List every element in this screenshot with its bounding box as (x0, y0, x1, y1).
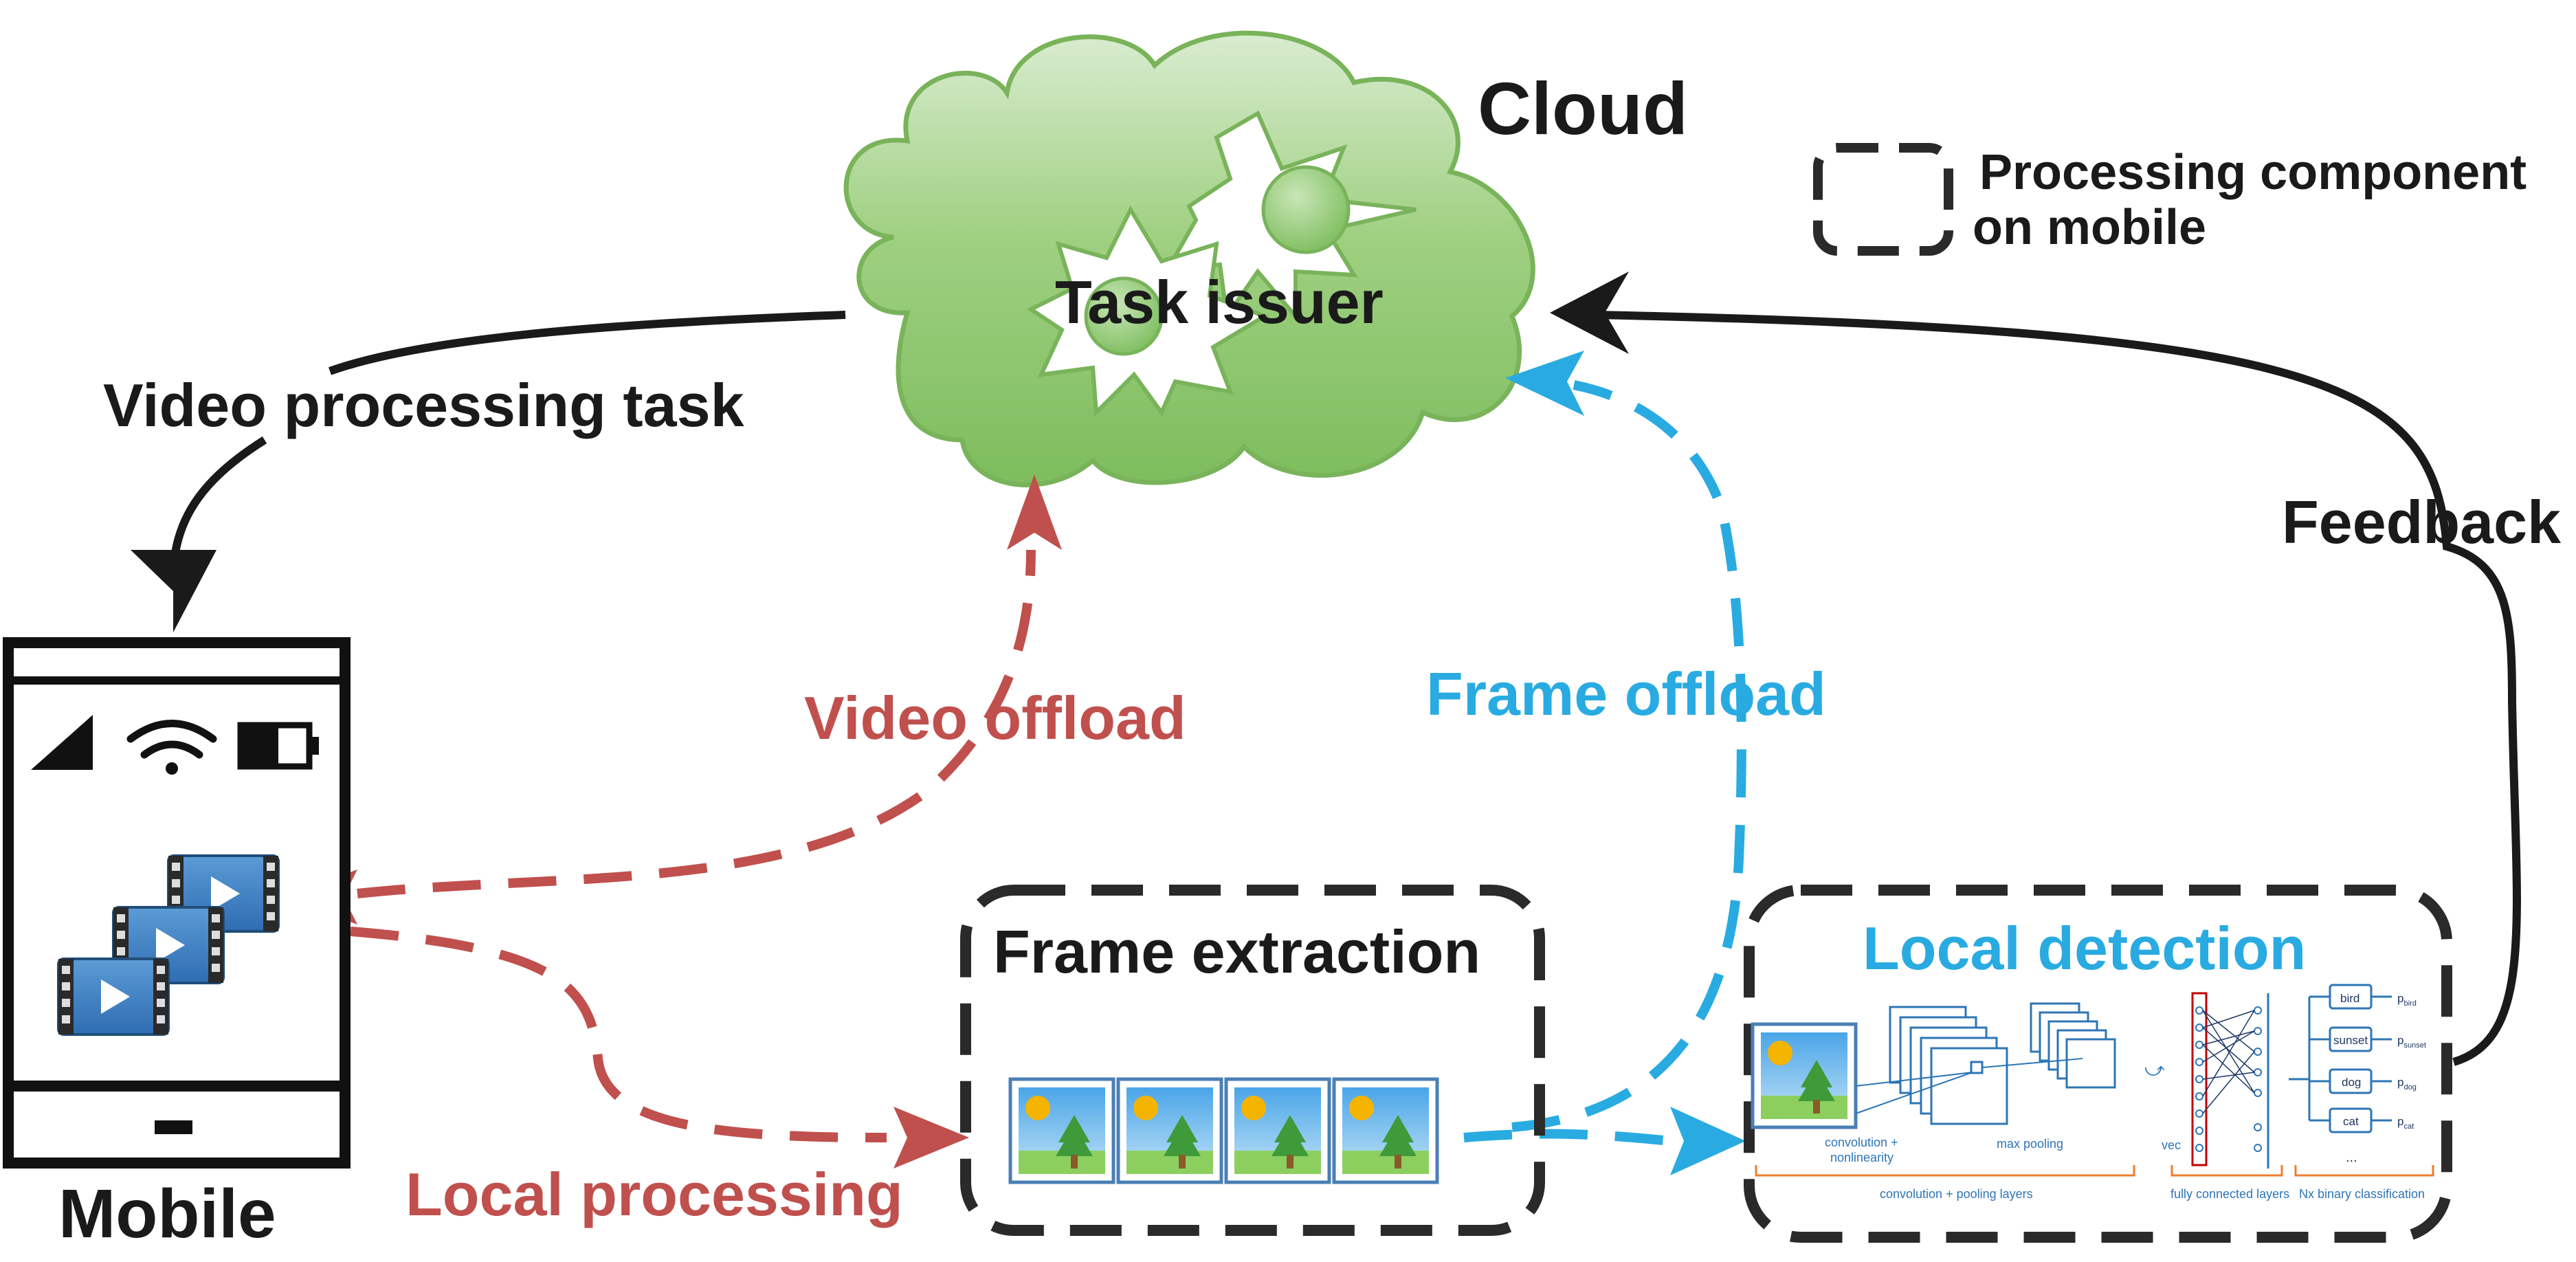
class-branches (2289, 995, 2392, 1122)
video-offload-label: Video offload (804, 684, 1186, 752)
class-name: cat (2343, 1115, 2359, 1128)
conv-pool-layers-label: convolution + pooling layers (1880, 1187, 2033, 1201)
svg-text:⤻: ⤻ (2144, 1059, 2165, 1080)
image-frame-icon (1118, 1079, 1221, 1182)
local-processing-label: Local processing (406, 1160, 903, 1228)
local-detection-box (1744, 885, 2452, 1243)
cloud-label: Cloud (1478, 67, 1688, 150)
legend-dashed-box (1813, 143, 1953, 256)
ellipsis: ... (2346, 1150, 2357, 1165)
task-issuer-label: Task issuer (1055, 268, 1384, 336)
task-arrow (328, 311, 846, 375)
local-processing-arrow (350, 927, 887, 1142)
conv-label-1: convolution + (1825, 1136, 1898, 1149)
frame-extraction-label: Frame extraction (993, 918, 1480, 986)
gear-icon (1164, 110, 1417, 322)
image-frame-icon (1010, 1079, 1113, 1182)
arrowhead-blue-right (1670, 1107, 1746, 1175)
fc-layers-label: fully connected layers (2170, 1187, 2289, 1201)
max-pooling-label: max pooling (1997, 1137, 2063, 1151)
arrowhead-left (1550, 272, 1629, 354)
feedback-label: Feedback (2282, 488, 2562, 556)
frame-extraction-box (960, 885, 1545, 1236)
feedback-arrow (1594, 311, 2521, 1066)
conv-label-2: nonlinearity (1830, 1151, 1894, 1164)
class-prob: pbird (2397, 992, 2417, 1008)
class-prob: pdog (2397, 1076, 2417, 1092)
image-frame-icon (1753, 1024, 1856, 1127)
legend-label-line1: Processing component (1979, 145, 2527, 200)
video-offload-arrow (357, 549, 1036, 898)
class-name: bird (2340, 992, 2360, 1005)
image-frame-icon (1334, 1079, 1437, 1182)
gear-icon (1027, 205, 1269, 417)
video-processing-task-label: Video processing task (103, 371, 745, 439)
arrowhead-blue-up (1505, 351, 1584, 416)
class-prob: pcat (2397, 1115, 2414, 1131)
class-prob: psunset (2397, 1034, 2426, 1050)
local-detection-label: Local detection (1863, 914, 2306, 982)
signal-icon (31, 715, 93, 770)
arrowhead-down (131, 550, 216, 632)
class-name: dog (2342, 1076, 2361, 1089)
arrowhead-right-red (893, 1107, 969, 1169)
class-name: sunset (2333, 1034, 2368, 1047)
mobile-label: Mobile (58, 1175, 276, 1252)
cnn-diagram: ⤻ bird sunset (1753, 984, 2434, 1201)
arrowhead-up-red (1007, 474, 1062, 550)
legend-label-line2: on mobile (1973, 200, 2206, 255)
frame-offload-arrow (1511, 380, 1746, 1132)
image-frame-icon (1226, 1079, 1329, 1182)
local-detection-arrow (1463, 1129, 1671, 1146)
wifi-icon (126, 720, 217, 775)
video-file-icon (57, 957, 170, 1036)
battery-icon (237, 722, 319, 770)
frame-offload-label: Frame offload (1426, 660, 1826, 728)
binary-class-label: Nx binary classification (2299, 1187, 2425, 1201)
vec-label: vec (2162, 1138, 2181, 1152)
